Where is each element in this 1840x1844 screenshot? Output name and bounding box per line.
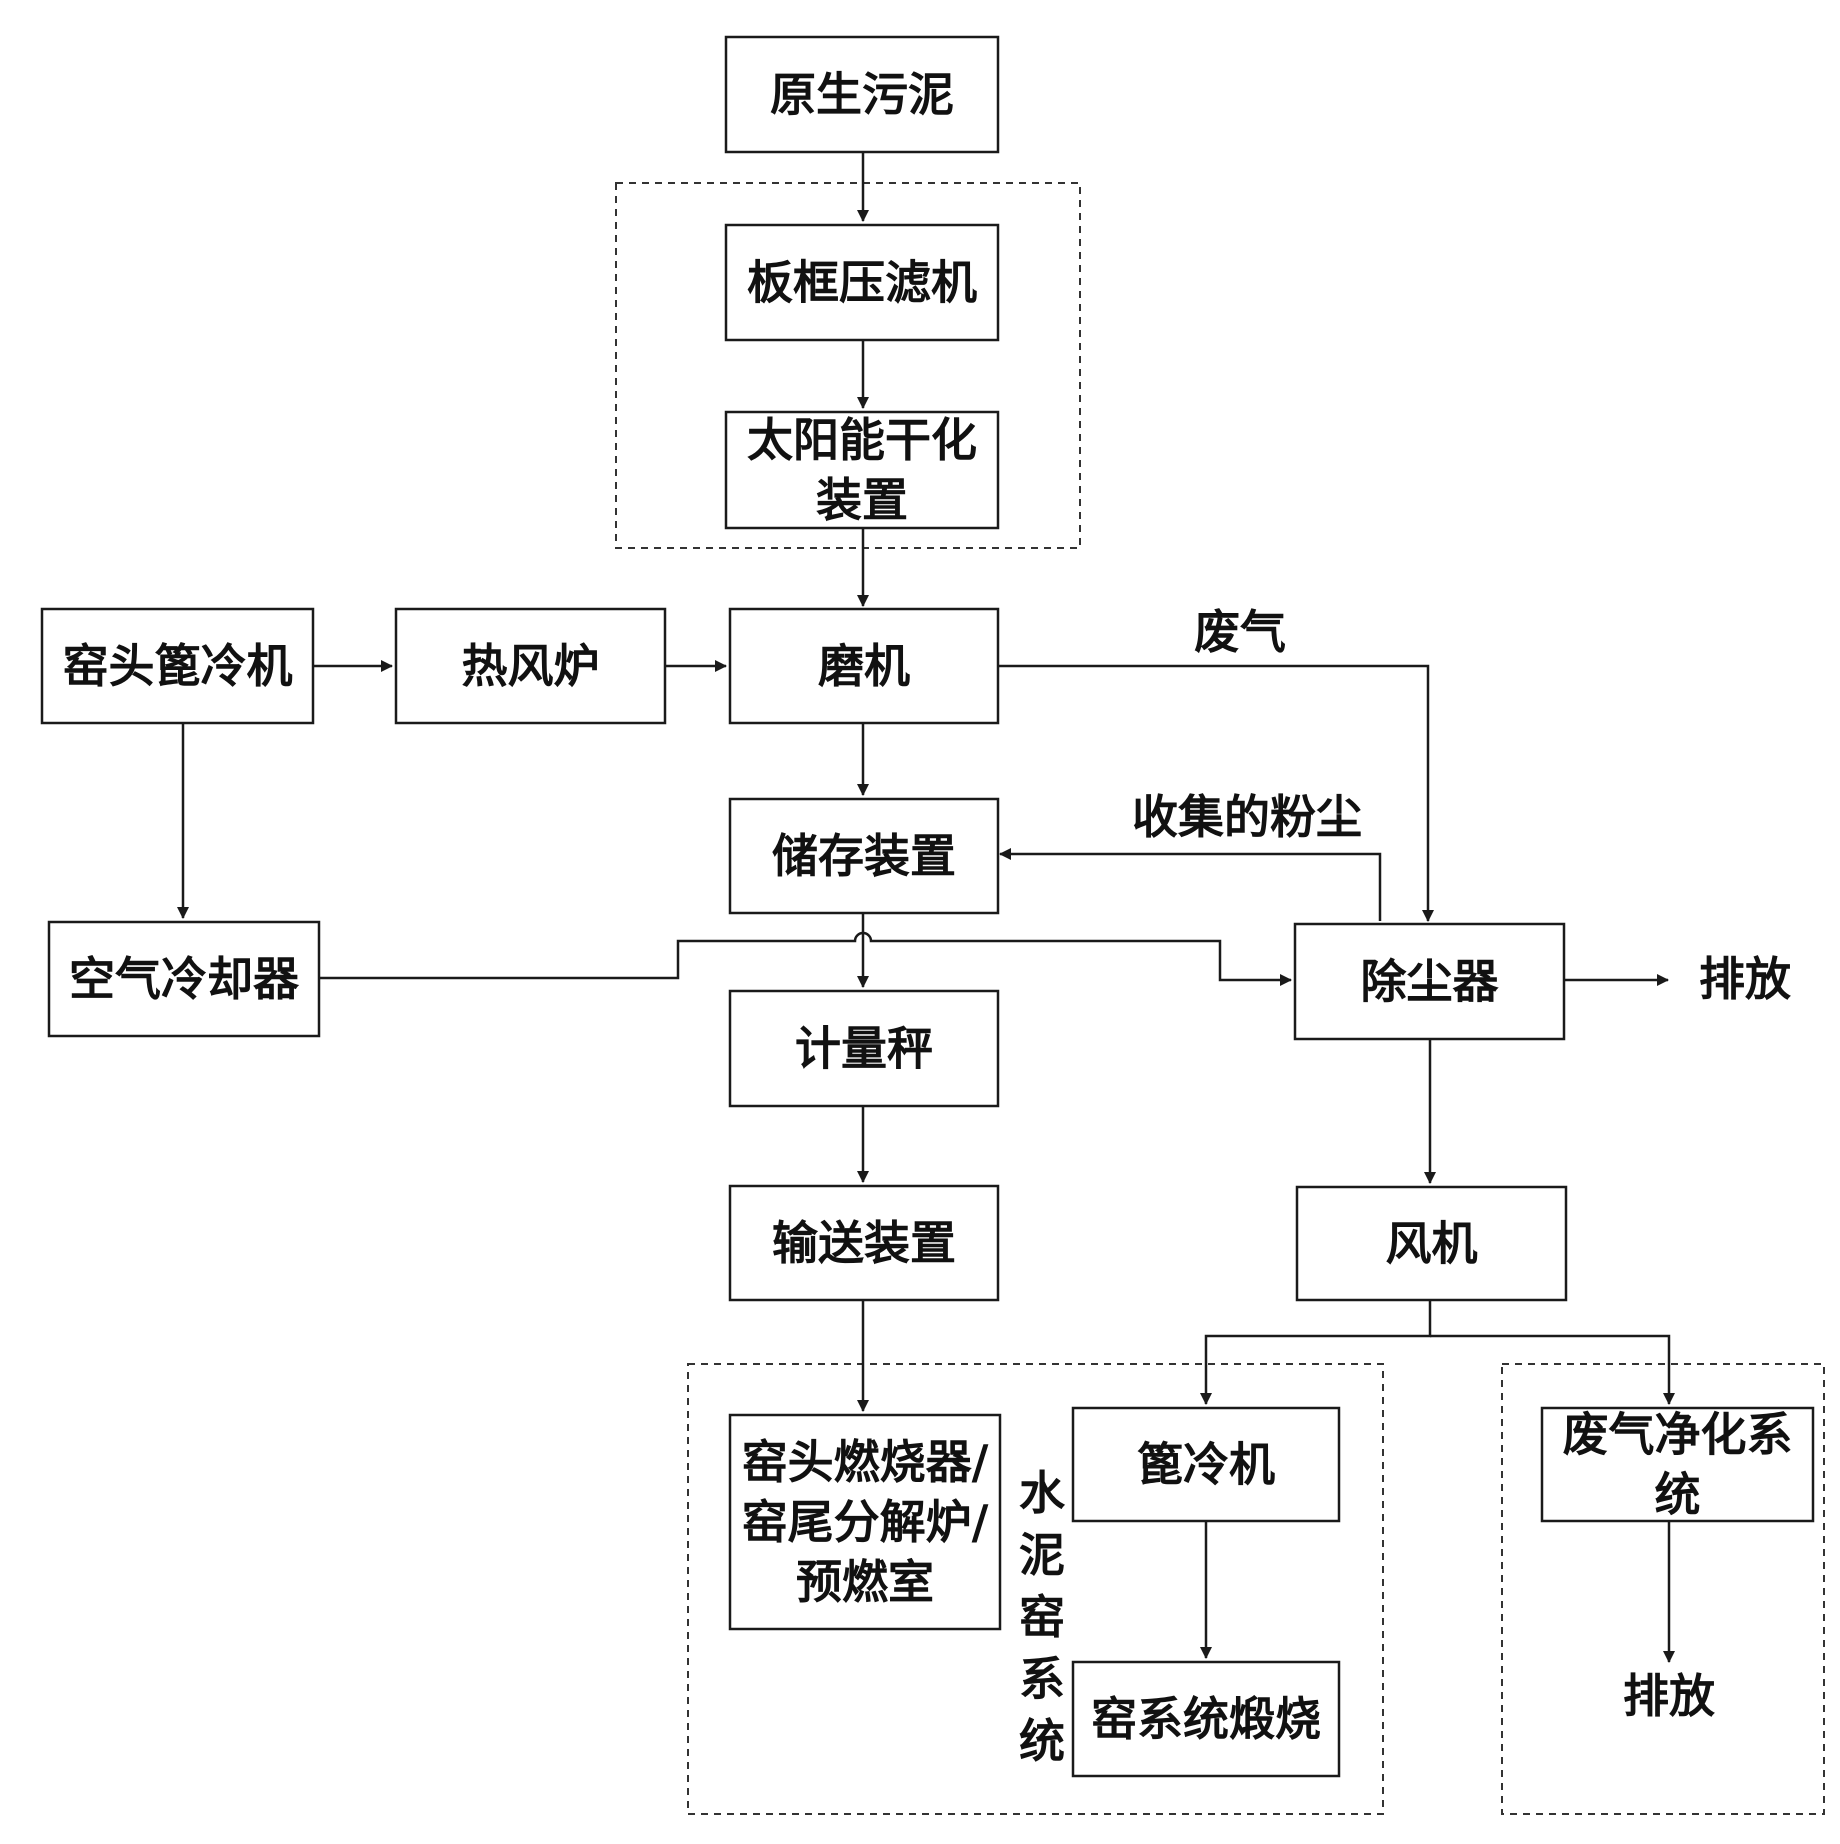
node-box: [1540, 1406, 1815, 1523]
node-label: 窑系统煅烧: [1091, 1692, 1321, 1746]
node-label: 输送装置: [772, 1216, 956, 1270]
node-box: [728, 1413, 1002, 1631]
vertical-label-char: 泥: [1019, 1528, 1065, 1582]
node-label: 统: [1655, 1468, 1701, 1522]
node-box: [47, 920, 321, 1038]
node-box: [394, 607, 667, 725]
node-storage: 储存装置: [728, 797, 1000, 915]
node-label: 预燃室: [796, 1555, 934, 1609]
node-air-cooler: 空气冷却器: [47, 920, 321, 1038]
node-box: [728, 989, 1000, 1108]
node-label: 废气净化系: [1563, 1408, 1793, 1462]
discharge-right-label: 排放: [1699, 952, 1791, 1006]
node-label: 板框压滤机: [747, 256, 977, 310]
node-grate-cooler: 篦冷机: [1071, 1406, 1341, 1523]
node-kiln-head-cooler: 窑头篦冷机: [40, 607, 315, 725]
node-label: 窑头燃烧器/: [742, 1435, 989, 1489]
vertical-label-char: 窑: [1019, 1590, 1065, 1644]
node-dust-collector: 除尘器: [1293, 922, 1566, 1041]
node-label: 太阳能干化: [747, 413, 977, 467]
node-box: [728, 797, 1000, 915]
purification-group-frame: [1501, 1363, 1825, 1815]
node-label: 储存装置: [772, 829, 956, 883]
node-hot-air-furnace: 热风炉: [394, 607, 667, 725]
node-conveyor: 输送装置: [728, 1184, 1000, 1302]
node-label: 除尘器: [1361, 955, 1500, 1009]
node-label: 装置: [816, 473, 908, 527]
node-box: [724, 35, 1000, 154]
node-box: [1295, 1185, 1568, 1302]
node-box: [728, 607, 1000, 725]
edge-fan-to-gas-purification: [1430, 1334, 1675, 1405]
vertical-label-char: 系: [1019, 1652, 1065, 1706]
edge-fan-to-grate-cooler: [1200, 1300, 1432, 1405]
dewatering-group-frame: [615, 182, 1081, 549]
node-burner: 窑头燃烧器/窑尾分解炉/预燃室: [728, 1413, 1002, 1631]
vertical-label-char: 水: [1019, 1466, 1066, 1520]
node-raw-sludge: 原生污泥: [724, 35, 1000, 154]
node-box: [1071, 1406, 1341, 1523]
node-kiln-calcination: 窑系统煅烧: [1071, 1660, 1341, 1778]
node-box: [1293, 922, 1566, 1041]
node-label: 热风炉: [462, 639, 600, 693]
node-label: 计量秤: [795, 1022, 933, 1076]
discharge-bottom-label: 排放: [1623, 1669, 1715, 1723]
edge-mill-waste-gas-to-dust-collector: [998, 664, 1434, 922]
node-box: [1071, 1660, 1341, 1778]
node-box: [724, 410, 1000, 530]
vertical-label-char: 统: [1019, 1714, 1065, 1768]
node-box: [728, 1184, 1000, 1302]
connector-lines: [177, 152, 1675, 1663]
node-label: 风机: [1386, 1217, 1478, 1271]
edge-dust-collector-to-storage: [999, 848, 1382, 921]
edge-air-cooler-to-dust-collector: [319, 931, 1292, 986]
node-label: 篦冷机: [1137, 1438, 1275, 1492]
collected-dust-label: 收集的粉尘: [1132, 790, 1362, 844]
node-scale: 计量秤: [728, 989, 1000, 1108]
node-fan: 风机: [1295, 1185, 1568, 1302]
node-label: 磨机: [818, 639, 910, 693]
waste-gas-label: 废气: [1194, 605, 1286, 659]
node-filter-press: 板框压滤机: [724, 223, 1000, 342]
node-box: [724, 223, 1000, 342]
node-label: 空气冷却器: [69, 952, 300, 1006]
node-label: 窑尾分解炉/: [742, 1495, 989, 1549]
node-mill: 磨机: [728, 607, 1000, 725]
node-label: 原生污泥: [770, 68, 954, 122]
node-label: 窑头篦冷机: [63, 639, 293, 693]
node-box: [40, 607, 315, 725]
